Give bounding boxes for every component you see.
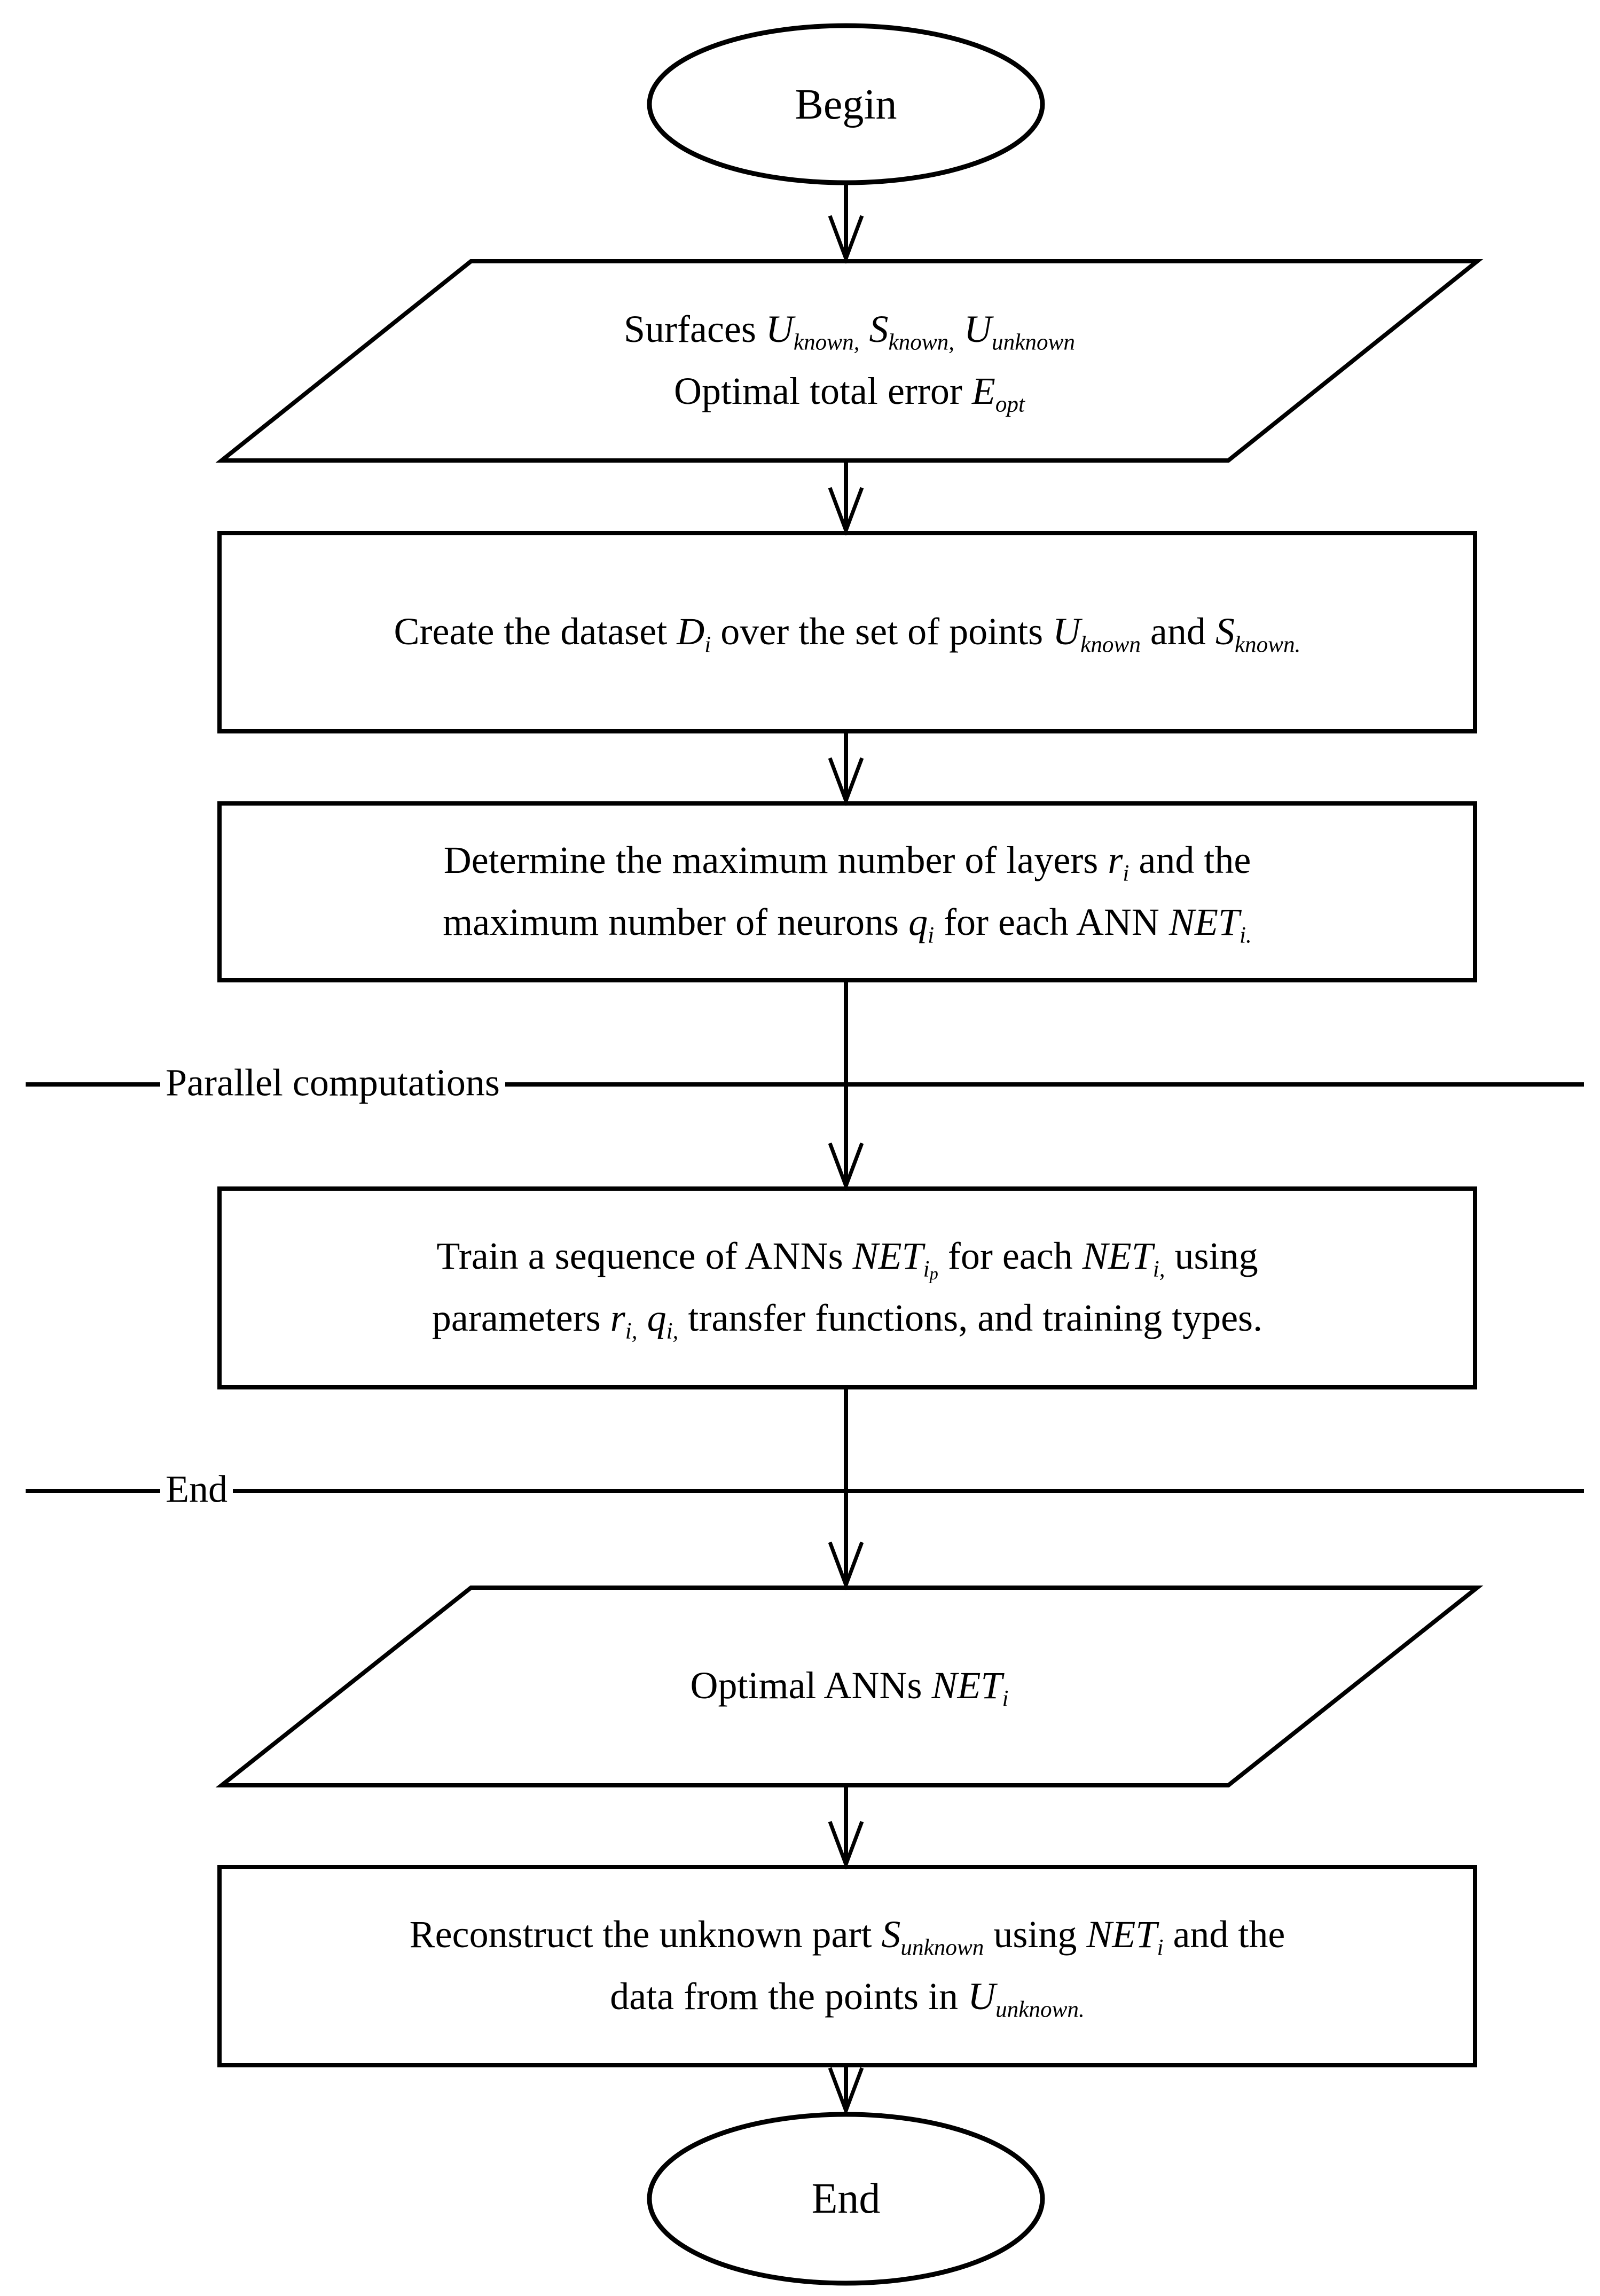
end-label: End — [811, 2175, 881, 2222]
train-process-shape — [217, 1186, 1477, 1389]
parallel-end-separator-label: End — [160, 1466, 233, 1512]
create-dataset-process-shape — [217, 531, 1477, 733]
determine-max-text: Determine the maximum number of layers r… — [443, 838, 1252, 948]
end-terminator-shape — [647, 2112, 1045, 2286]
optimal-anns-parallelogram-shape — [215, 1586, 1484, 1787]
begin-label: Begin — [795, 81, 897, 128]
reconstruct-process-shape — [217, 1865, 1477, 2067]
arrow-reconstruct-to-end — [828, 2067, 864, 2116]
optimal-anns-text: Optimal ANNs NETi — [690, 1664, 1009, 1712]
arrow-create-to-determine — [828, 733, 864, 806]
create-dataset-text: Create the dataset Di over the set of po… — [394, 610, 1301, 658]
arrow-train-to-optimal — [828, 1389, 864, 1590]
inputs-parallelogram-shape — [215, 259, 1484, 463]
arrow-begin-to-inputs — [828, 184, 864, 264]
reconstruct-text: Reconstruct the unknown part Sunknown us… — [409, 1912, 1285, 2022]
begin-terminator-shape — [647, 23, 1045, 185]
train-text: Train a sequence of ANNs NETip for each … — [432, 1234, 1263, 1344]
parallel-computations-separator-label: Parallel computations — [160, 1059, 505, 1106]
determine-max-process-shape — [217, 801, 1477, 982]
arrow-optimal-to-reconstruct — [828, 1787, 864, 1870]
arrow-determine-to-train — [828, 982, 864, 1191]
arrow-inputs-to-create — [828, 463, 864, 536]
